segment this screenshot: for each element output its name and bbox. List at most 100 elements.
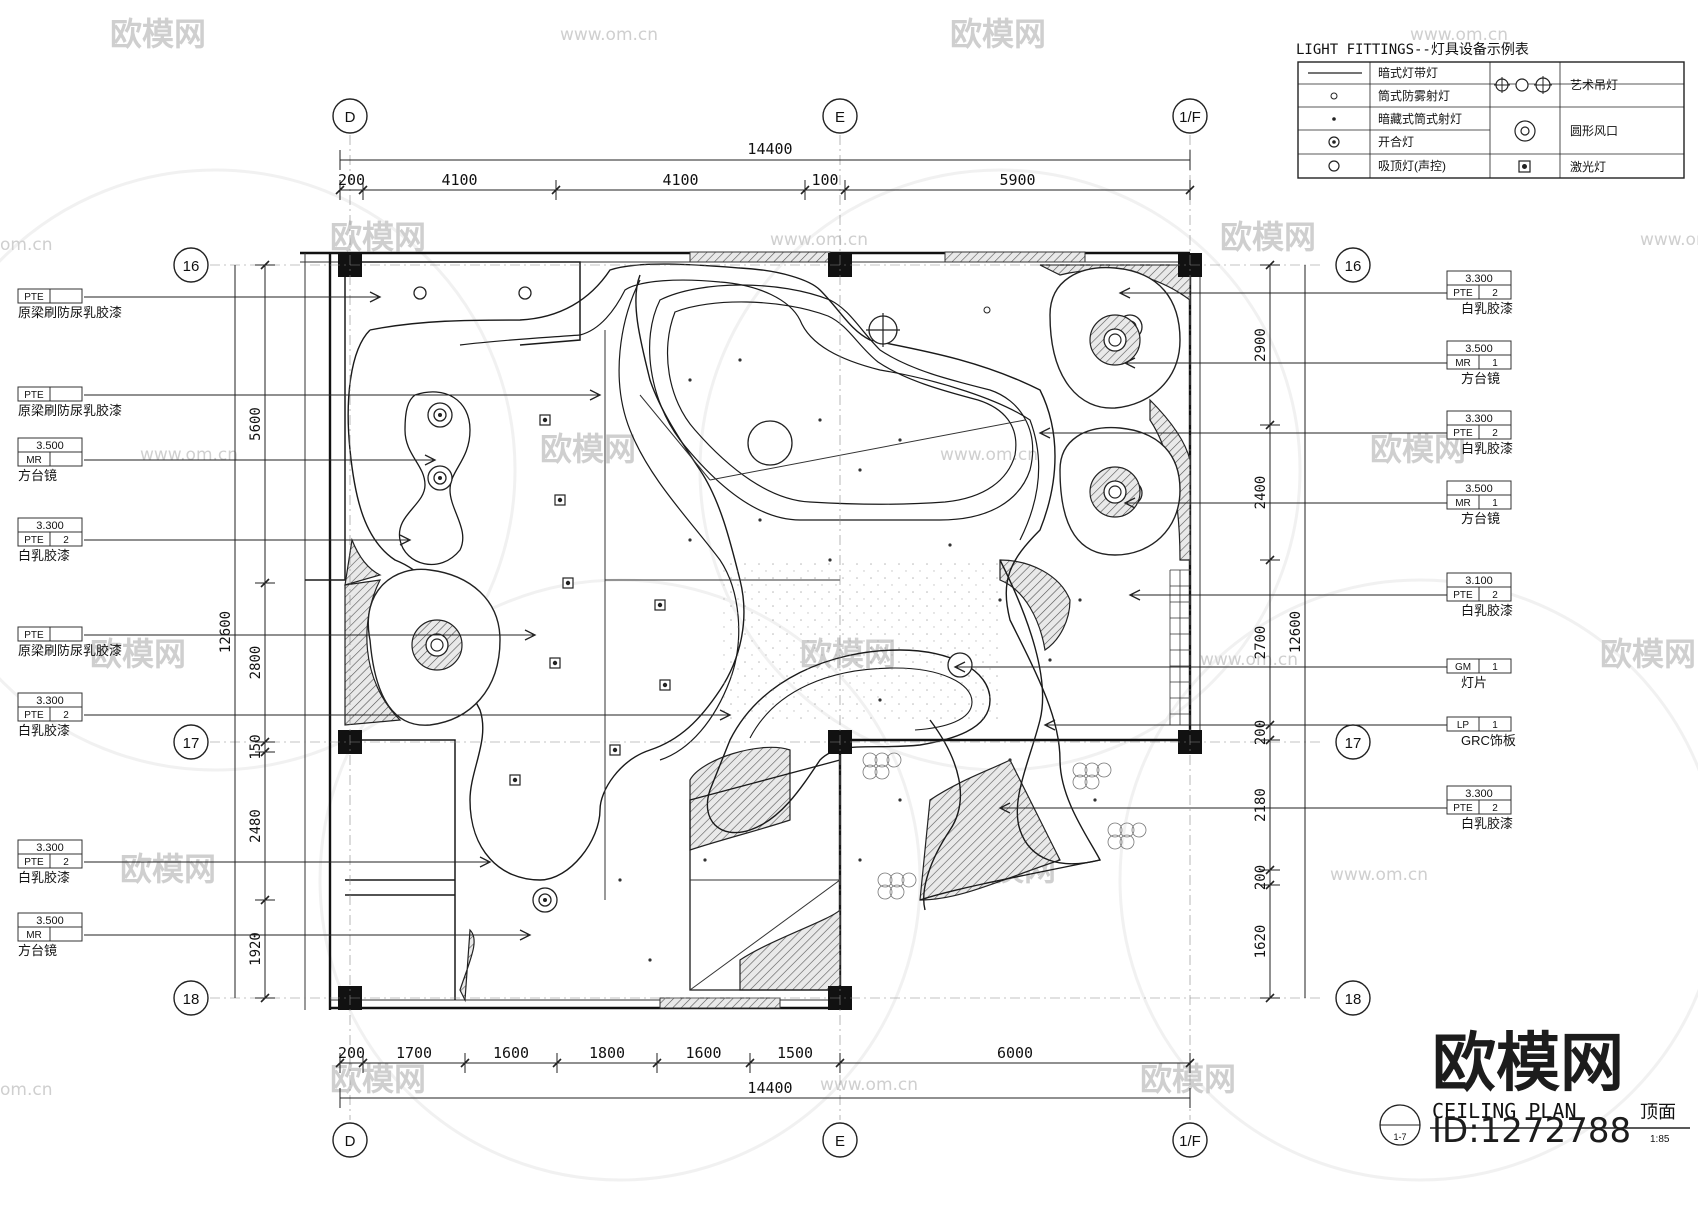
brand-watermark: 欧模网 [330,218,426,256]
site-watermark: www.om.cn [140,445,238,465]
callout-text: 原梁刷防尿乳胶漆 [18,305,122,320]
callout-num: 2 [1492,428,1498,439]
axis-bubble-top [332,98,368,134]
id-watermark: ID:1272788 [1432,1111,1631,1151]
callout-code: PTE [24,630,44,641]
callout-text: 白乳胶漆 [18,548,70,563]
callout-num: 1 [1492,358,1498,369]
legend-item-label: 激光灯 [1570,160,1606,174]
dim-label: 2180 [1253,788,1269,822]
legend-item-label: 吸顶灯(声控) [1378,159,1446,173]
callout-code: LP [1457,720,1470,731]
legend-item-label: 艺术吊灯 [1570,78,1618,92]
site-short-watermark: om.cn [0,1080,53,1100]
callout-text: 白乳胶漆 [1461,441,1513,456]
dim-total-left: 12600 [218,611,234,653]
dim-total-top: 14400 [747,140,792,158]
callout-num: 1 [1492,498,1498,509]
site-watermark: www.om.cn [1200,650,1298,670]
site-watermark: www.om.cn [1410,25,1508,45]
brand-watermark: 欧模网 [540,430,636,468]
callout-height: 3.300 [36,520,64,532]
callout-num: 2 [1492,288,1498,299]
callout-height: 3.300 [1465,413,1493,425]
brand-watermark: 欧模网 [1600,635,1696,673]
dim-label: 1920 [248,932,264,966]
site-watermark: www.om.cn [560,25,658,45]
title-cn: 顶面 [1640,1102,1676,1122]
callout-height: 3.300 [36,842,64,854]
callout-text: 白乳胶漆 [18,723,70,738]
axis-bubble-top-label: D [345,109,356,126]
callout-code: MR [1455,358,1471,369]
callout-num: 1 [1492,662,1498,673]
callout-text: 白乳胶漆 [18,870,70,885]
callout-code: PTE [24,857,44,868]
axis-bubble-right [1335,980,1371,1016]
axis-bubble-left [173,724,209,760]
callout-height: 3.500 [36,440,64,452]
site-watermark: www.om.cn [820,1075,918,1095]
callout-code: GM [1455,662,1471,673]
dim-label: 1500 [777,1044,813,1062]
axis-bubble-right-label: 16 [1345,258,1362,275]
callout-num: 2 [63,710,69,721]
title-en: CEILING PLAN [1432,1099,1577,1123]
axis-bubble-top [822,98,858,134]
brand-watermark: 欧模网 [1220,218,1316,256]
callout-code: PTE [24,710,44,721]
callout-height: 3.300 [1465,273,1493,285]
axis-bubble-top [1172,98,1208,134]
callout-code: PTE [24,535,44,546]
title-scale: 1:85 [1650,1134,1670,1145]
callout-code: PTE [1453,288,1473,299]
dim-label: 2800 [248,646,264,680]
callout-height: 3.300 [1465,788,1493,800]
legend-item-label: 暗藏式筒式射灯 [1378,111,1462,126]
dim-label: 200 [338,1044,365,1062]
light-fixtures [411,286,1147,962]
material-callouts: PTE原梁刷防尿乳胶漆PTE原梁刷防尿乳胶漆3.500MR方台镜3.300PTE… [17,270,1516,958]
dim-label: 100 [811,171,838,189]
watermark-texts: 欧模网欧模网欧模网欧模网欧模网欧模网欧模网欧模网欧模网欧模网欧模网欧模网欧模网w… [0,15,1698,1100]
callout-text: 方台镜 [1461,511,1500,526]
dim-label: 4100 [662,171,698,189]
axis-bubble-left-label: 17 [183,735,200,752]
callout-height: 3.300 [36,695,64,707]
callout-code: MR [26,455,42,466]
dim-label: 2400 [1253,476,1269,510]
dim-label: 1600 [493,1044,529,1062]
axis-bubble-left [173,980,209,1016]
callout-height: 3.500 [1465,343,1493,355]
callout-text: 白乳胶漆 [1461,603,1513,618]
callout-tag: PTE 原梁刷防尿乳胶漆 [17,288,122,320]
callout-height: 3.500 [36,915,64,927]
dim-label: 1600 [685,1044,721,1062]
dim-label: 200 [1253,720,1269,745]
dim-label: 5900 [999,171,1035,189]
axis-bubble-bottom-label: E [835,1133,845,1150]
dim-label: 200 [1253,865,1269,890]
callout-code: PTE [24,390,44,401]
brand-watermark: 欧模网 [950,15,1046,53]
legend-table: LIGHT FITTINGS--灯具设备示例表 暗式灯带灯筒式防雾射灯暗藏式筒式… [1296,41,1685,179]
brand-watermark: 欧模网 [330,1060,426,1098]
axis-bubble-bottom [822,1122,858,1158]
callout-text: GRC饰板 [1461,733,1516,748]
callout-text: 方台镜 [18,943,57,958]
dim-label: 5600 [248,407,264,441]
dim-total-right: 12600 [1288,611,1304,653]
callout-code: PTE [24,292,44,303]
dim-label: 2900 [1253,328,1269,362]
axis-bubble-bottom-label: 1/F [1179,1133,1201,1150]
site-watermark: www.om.cn [1330,865,1428,885]
callout-text: 方台镜 [1461,371,1500,386]
